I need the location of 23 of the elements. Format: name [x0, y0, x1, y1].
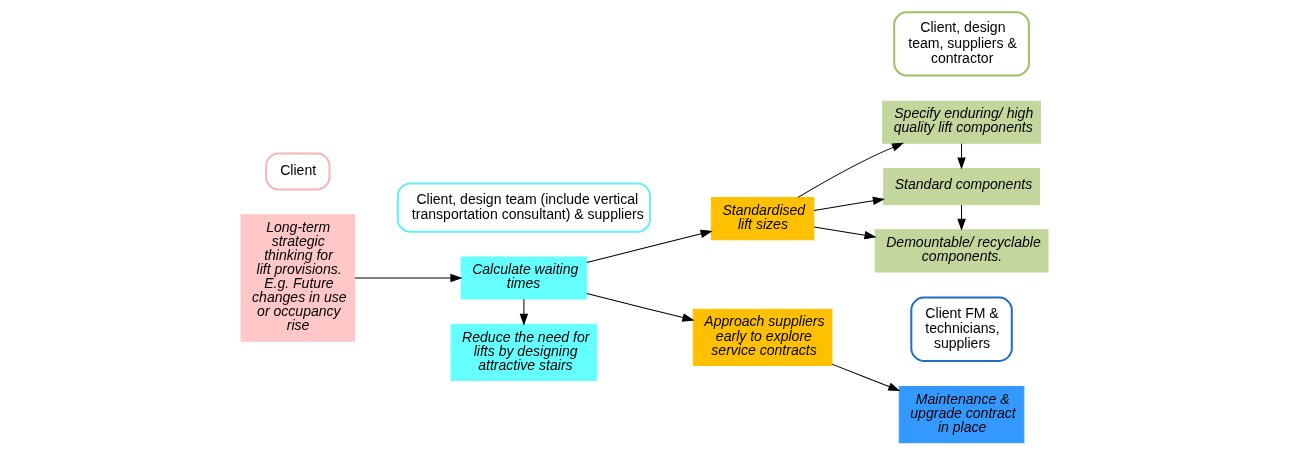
- node-box: Long-term strategic thinking for lift provisions. E.g. Future changes in use or occupancy rise: [240, 214, 356, 342]
- node-box: Client: [265, 152, 331, 191]
- node-box: Client, design team, suppliers & contractor: [893, 11, 1030, 77]
- node-box: Calculate waiting times: [460, 256, 588, 300]
- arrow: [957, 204, 966, 230]
- arrow: [813, 226, 876, 240]
- node-box: Demountable/ recyclable components.: [874, 229, 1049, 273]
- arrow: [519, 298, 528, 325]
- node-box: Reduce the need for lifts by designing attractive stairs: [450, 323, 598, 381]
- arrow: [586, 229, 712, 263]
- arrow: [813, 196, 884, 211]
- node-box: Standard components: [883, 167, 1040, 206]
- arrow: [354, 274, 462, 282]
- node-box: Approach suppliers early to explore service contracts: [692, 308, 833, 366]
- arrow: [957, 143, 966, 169]
- node-box: Client, design team (include vertical transportation consultant) & suppliers: [396, 182, 652, 233]
- arrow: [586, 293, 694, 322]
- node-box: Specify enduring/ high quality lift components: [882, 100, 1041, 144]
- node-box: Standardised lift sizes: [710, 197, 815, 241]
- arrow: [831, 363, 900, 391]
- arrow: [797, 142, 904, 198]
- node-box: Maintenance & upgrade contract in place: [898, 386, 1025, 444]
- node-box: Client FM & technicians, suppliers: [910, 296, 1013, 362]
